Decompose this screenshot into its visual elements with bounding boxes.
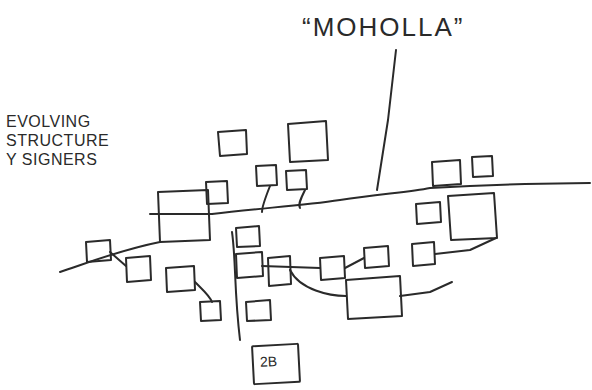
box-label: 2B <box>259 354 277 369</box>
title-label: “MOHOLLA” <box>302 12 464 43</box>
sketch-box: 2B <box>251 343 301 385</box>
note-label: EVOLVING STRUCTURE Y SIGNERS <box>6 112 109 170</box>
